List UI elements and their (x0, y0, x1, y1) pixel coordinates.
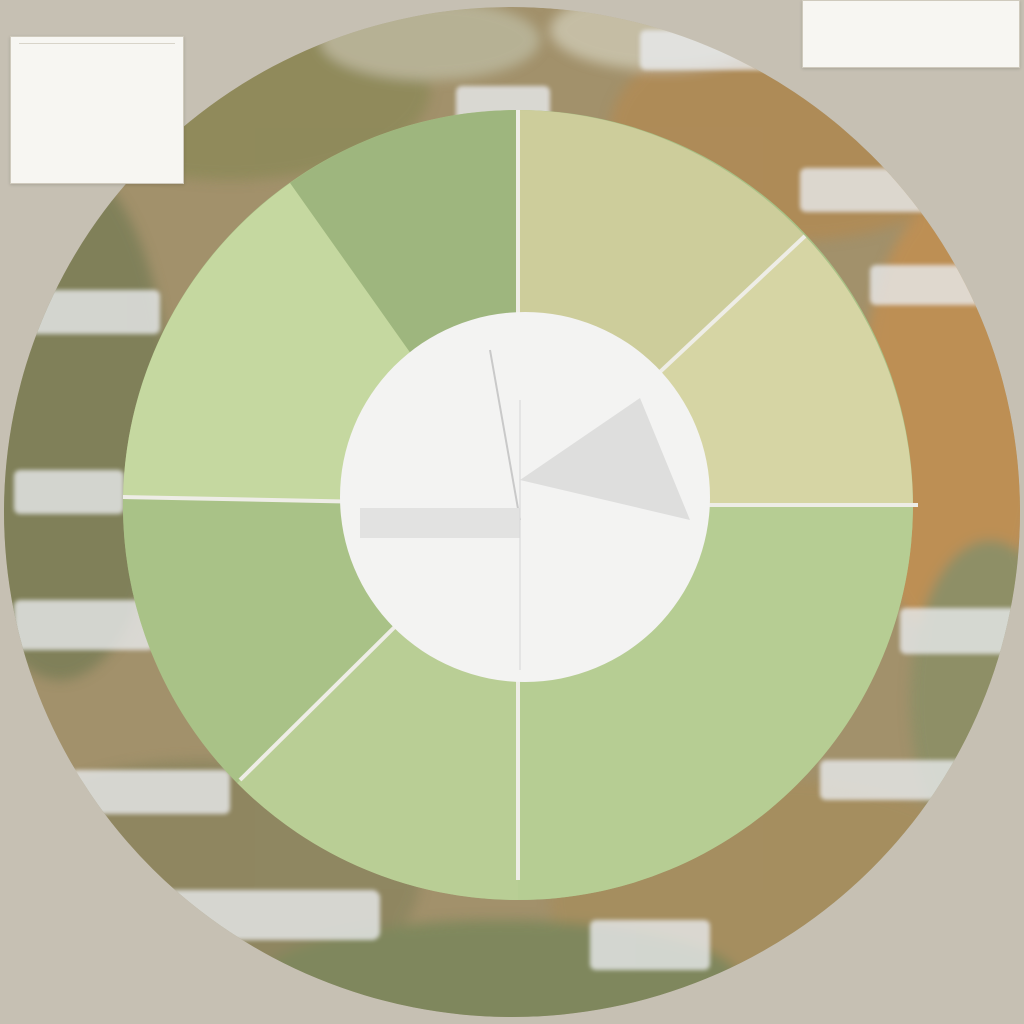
info-panel-divider (19, 43, 175, 44)
center-hub (340, 312, 710, 682)
info-panel-top-left (10, 36, 184, 184)
info-panel-top-right (802, 0, 1020, 68)
center-pointer (520, 398, 690, 520)
ring-label-bands (14, 30, 1018, 970)
